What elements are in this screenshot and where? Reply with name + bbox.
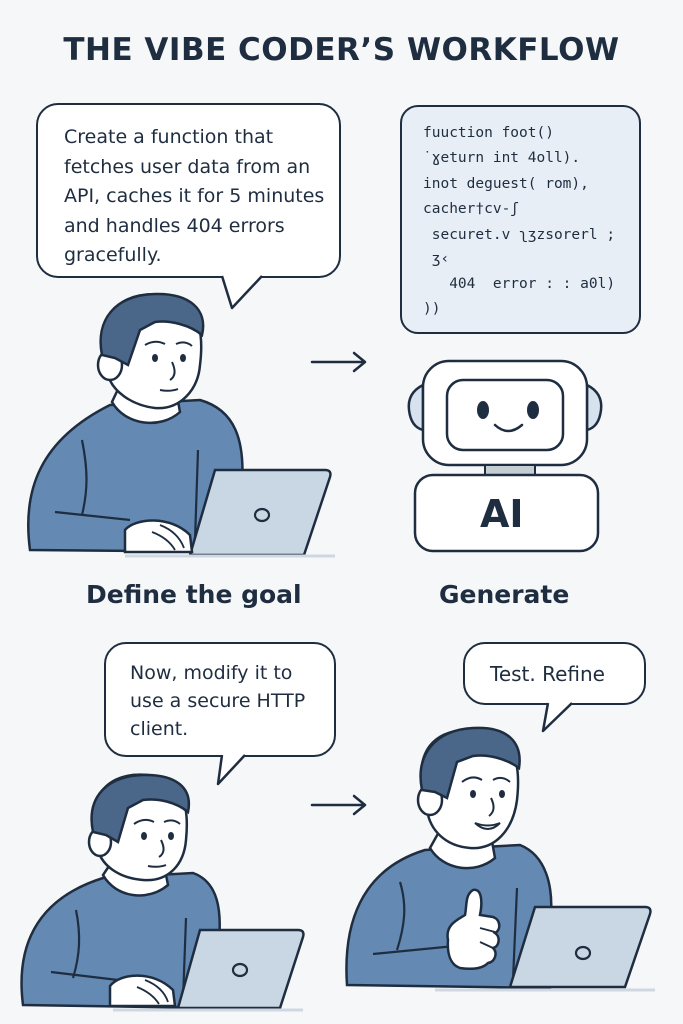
speech-bubble-define-goal: Create a function that fetches user data… [36,103,341,278]
code-line: ʒ‹ [423,251,450,267]
page-title: THE VIBE CODER’S WORKFLOW [63,32,620,68]
person-typing-illustration [20,773,305,1012]
ai-robot-icon [407,359,603,553]
speech-text-modify: Now, modify it to use a secure HTTP clie… [130,662,306,740]
speech-text-define-goal: Create a function that fetches user data… [64,126,325,266]
code-line: 404 error : : a0l) [423,276,616,292]
right-arrow-icon [310,794,367,816]
speech-bubble-test-refine: Test. Refine [463,642,646,705]
code-line: fuuction foot() [423,125,554,141]
code-line: )) [423,301,441,317]
step-label-define-goal: Define the goal [86,580,302,609]
generated-code-panel: fuuction foot() ˙ɣeturn int 4oll). inot … [400,105,641,334]
code-line: ˙ɣeturn int 4oll). [423,150,581,166]
ai-badge-label: AI [480,492,524,536]
code-line: inot deguest( rom), [423,176,589,192]
speech-bubble-modify: Now, modify it to use a secure HTTP clie… [104,642,336,757]
speech-text-test-refine: Test. Refine [490,662,605,686]
person-typing-illustration [26,292,335,558]
person-thumbs-up-illustration [345,726,655,992]
code-line: cacher†cv-ʃ [423,201,520,217]
code-line: securet.v ʅʒzsorerl ; [423,227,616,243]
step-label-generate: Generate [439,580,570,609]
right-arrow-icon [310,351,367,373]
